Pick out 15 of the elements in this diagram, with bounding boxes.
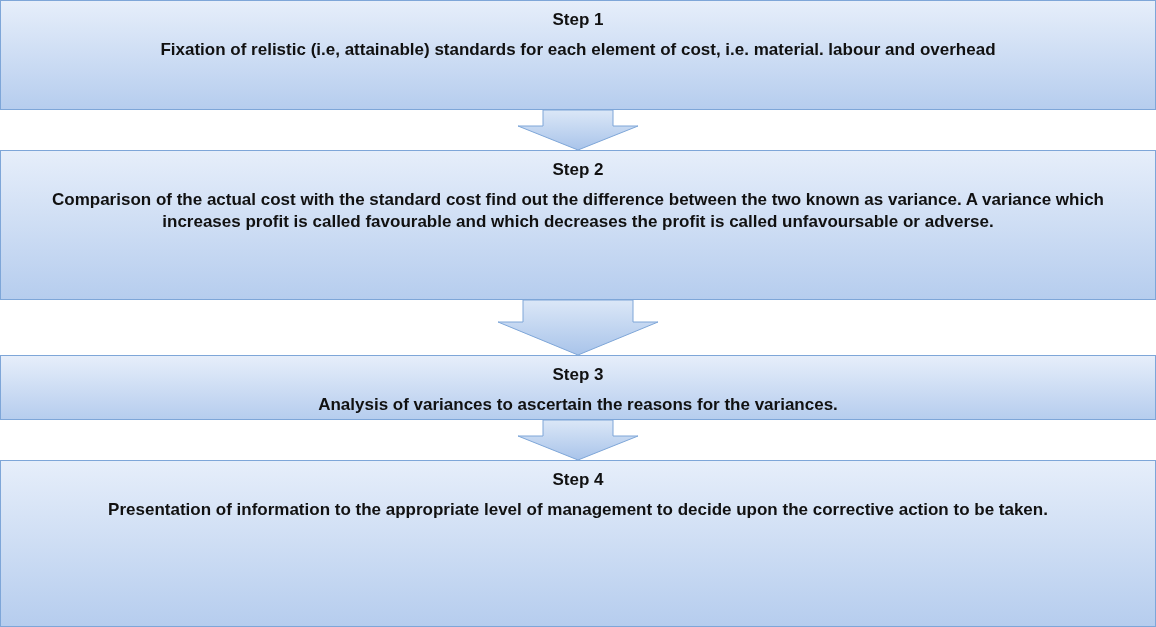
step-box [0,150,1156,300]
step-description: Analysis of variances to ascertain the reasons for the variances. [318,394,838,417]
step-description: Comparison of the actual cost with the standard cost find out the difference between the two known as variance. A variance which increases profit is called favourable and which decreases the profit is called unfavoursable or adverse. [51,189,1105,234]
step-heading: Step 4 [552,469,604,491]
step-box [0,355,1156,420]
step-heading: Step 1 [552,9,604,31]
step-heading: Step 2 [552,159,604,181]
step-box [0,460,1156,627]
block-arrow [517,419,639,461]
step-box [0,0,1156,110]
step-description: Presentation of information to the appropriate level of management to decide upon the corrective action to be taken. [108,499,1048,522]
step-description: Fixation of relistic (i.e, attainable) standards for each element of cost, i.e. material. labour and overhead [160,39,996,62]
block-arrow [497,299,659,356]
block-arrow [517,109,639,151]
step-heading: Step 3 [552,364,604,386]
